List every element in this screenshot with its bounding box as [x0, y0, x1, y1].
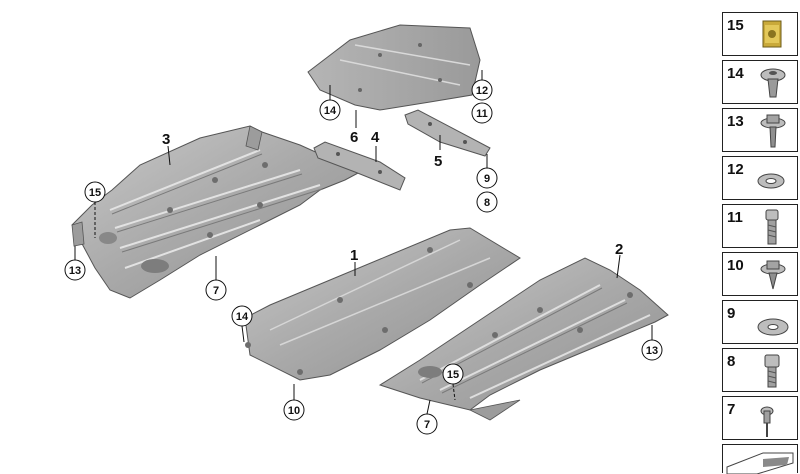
- tool-icon: [726, 452, 794, 474]
- legend-item-7: 7: [722, 396, 798, 440]
- svg-text:13: 13: [646, 345, 658, 357]
- svg-text:14: 14: [324, 105, 337, 117]
- legend-item-11: 11: [722, 204, 798, 248]
- part-label-3: 3: [162, 131, 170, 148]
- legend-item-10: 10: [722, 252, 798, 296]
- callout-11-top: 11: [471, 102, 493, 124]
- legend-item-tool: [722, 444, 798, 474]
- flat-washer-icon: [757, 318, 789, 336]
- part-label-1: 1: [350, 247, 358, 264]
- svg-text:7: 7: [424, 419, 430, 431]
- legend-item-14: 14: [722, 60, 798, 104]
- svg-text:13: 13: [69, 265, 81, 277]
- collar-nut-icon: [760, 260, 786, 290]
- svg-text:8: 8: [484, 197, 490, 209]
- leader-lines: [74, 70, 653, 415]
- part-label-6: 6: [350, 129, 358, 146]
- part-label-4: 4: [371, 129, 380, 146]
- legend-item-12: 12: [722, 156, 798, 200]
- socket-bolt-icon: [765, 209, 779, 245]
- svg-text:11: 11: [476, 108, 488, 120]
- svg-text:14: 14: [236, 311, 249, 323]
- svg-text:12: 12: [476, 85, 488, 97]
- bracket-part-5: [404, 109, 491, 157]
- callout-13-right: 13: [641, 339, 663, 361]
- exploded-parts-diagram: 3 6 4 5 1 2 15 13 7 14 12 11 9 8 14 10: [64, 24, 669, 435]
- washer-small-icon: [757, 173, 785, 189]
- callout-14-top: 14: [319, 99, 341, 121]
- legend-number: 8: [727, 353, 736, 370]
- legend-number: 7: [727, 401, 736, 418]
- fastener-legend: 15 14 13 12 11: [722, 0, 800, 474]
- part-label-5: 5: [434, 153, 442, 170]
- svg-text:7: 7: [213, 285, 219, 297]
- svg-text:10: 10: [288, 405, 300, 417]
- callout-13-left: 13: [64, 259, 86, 281]
- callout-8-right: 8: [476, 191, 498, 213]
- svg-text:9: 9: [484, 173, 490, 185]
- part-label-2: 2: [615, 241, 623, 258]
- legend-item-13: 13: [722, 108, 798, 152]
- hex-socket-screw-icon: [764, 354, 780, 388]
- clip-nut-icon: [762, 20, 782, 48]
- callout-10-mid: 10: [283, 399, 305, 421]
- callout-15-bottom: 15: [442, 363, 464, 385]
- svg-text:15: 15: [89, 187, 101, 199]
- legend-number: 12: [727, 161, 744, 178]
- legend-item-15: 15: [722, 12, 798, 56]
- callout-7-left: 7: [205, 279, 227, 301]
- callout-12-top: 12: [471, 79, 493, 101]
- legend-item-8: 8: [722, 348, 798, 392]
- legend-number: 15: [727, 17, 744, 34]
- legend-number: 14: [727, 65, 744, 82]
- blind-rivet-icon: [760, 406, 774, 437]
- legend-number: 13: [727, 113, 744, 130]
- underbody-panel-left: [71, 125, 362, 299]
- underbody-panel-center: [244, 227, 521, 381]
- legend-number: 10: [727, 257, 744, 274]
- callout-9-right: 9: [476, 167, 498, 189]
- bracket-part-4: [313, 141, 406, 191]
- callout-14-mid: 14: [231, 305, 253, 327]
- callout-15-left: 15: [84, 181, 106, 203]
- top-plate: [307, 24, 481, 111]
- svg-text:15: 15: [447, 369, 459, 381]
- callout-7-bottom: 7: [416, 413, 438, 435]
- expanding-rivet-icon: [760, 68, 786, 98]
- legend-item-9: 9: [722, 300, 798, 344]
- collar-screw-icon: [760, 114, 786, 148]
- legend-number: 9: [727, 305, 736, 322]
- legend-number: 11: [727, 209, 743, 226]
